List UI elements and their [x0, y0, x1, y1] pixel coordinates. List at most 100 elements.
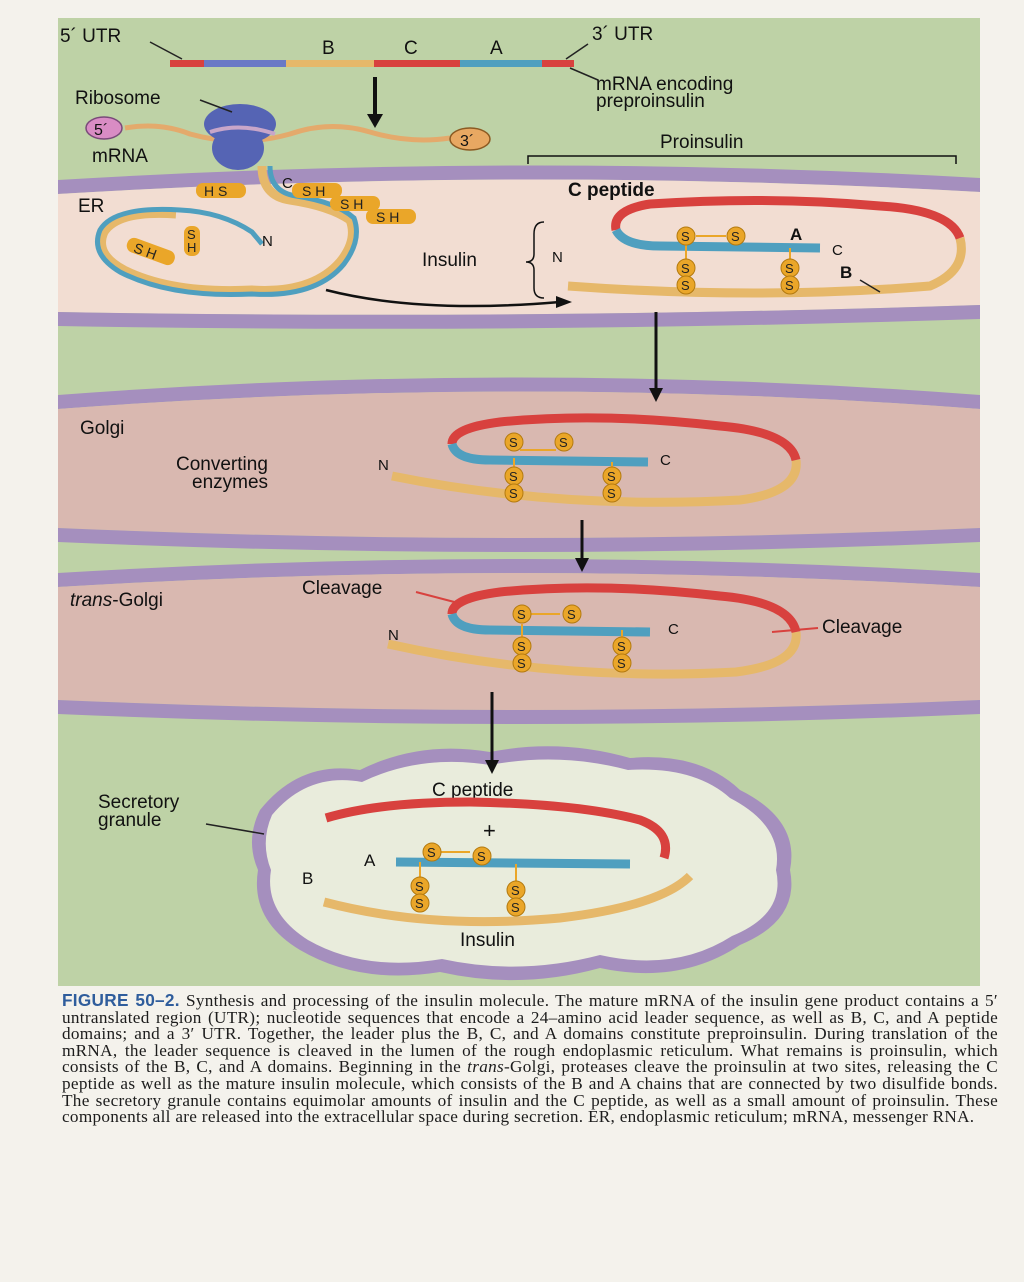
mrna-strand: [124, 123, 451, 144]
golgi-membrane-bottom: [58, 528, 980, 552]
golgi-n-label: N: [378, 457, 389, 474]
cleavage-right-label: Cleavage: [822, 617, 902, 638]
sh-group-2-label: S H: [302, 183, 325, 199]
er-proinsulin-blue: [611, 227, 821, 253]
arrow-to-ribosome: [367, 77, 383, 128]
granule-s4: S: [415, 896, 424, 911]
mrna-segment-a: [460, 60, 542, 67]
trans-golgi-s3: S: [517, 639, 526, 654]
trans-golgi-s2: S: [567, 607, 576, 622]
insulin-synthesis-diagram: 5´ UTR 3´ UTR B C A mRNA encoding prepro…: [58, 18, 980, 986]
insulin-brace: [525, 221, 545, 299]
golgi-s4: S: [509, 486, 518, 501]
domain-c-label: C: [404, 38, 418, 59]
cleavage-left-label: Cleavage: [302, 578, 382, 599]
trans-golgi-proinsulin-red: [447, 583, 801, 634]
er-s4: S: [681, 278, 690, 293]
arrow-golgi-to-trans-golgi: [575, 520, 589, 572]
secretory-granule-label-line2: granule: [98, 810, 161, 831]
golgi-s1: S: [509, 435, 518, 450]
er-s6: S: [785, 278, 794, 293]
c-peptide-label-er: C peptide: [568, 180, 655, 201]
golgi-s6: S: [607, 486, 616, 501]
arrow-to-granule: [485, 692, 499, 774]
figure-caption: FIGURE 50–2. Synthesis and processing of…: [62, 990, 998, 1126]
sh-group-2: [292, 183, 342, 198]
er-chain-a-label: A: [790, 225, 802, 244]
mrna-segment-5utr: [170, 60, 204, 67]
converting-enzymes-line1: Converting: [176, 454, 268, 475]
er-membrane-bottom: [58, 305, 980, 329]
mrna-label: mRNA: [92, 146, 148, 167]
mrna-segment-leader: [204, 60, 286, 67]
caption-italic-trans: trans: [467, 1057, 504, 1077]
sh-group-1-label: H S: [204, 183, 227, 199]
ribosome-label: Ribosome: [75, 88, 161, 109]
ribosome-small-subunit: [212, 126, 264, 170]
proinsulin-bracket: [527, 155, 957, 164]
insulin-label-er: Insulin: [422, 250, 477, 271]
granule-a-chain: [395, 857, 631, 869]
sh-vertical-h: H: [187, 240, 196, 255]
sh-vertical: [184, 226, 200, 256]
trans-golgi-s6: S: [617, 656, 626, 671]
domain-a-label: A: [490, 38, 503, 59]
utr5-pointer: [149, 41, 183, 60]
er-chain-n-end-label: N: [552, 249, 563, 266]
golgi-proinsulin-red: [447, 413, 801, 462]
granule-c-peptide: [324, 797, 670, 860]
golgi-membrane-top: [58, 377, 980, 409]
arrow-er-to-golgi: [649, 312, 663, 402]
er-s1: S: [681, 229, 690, 244]
er-chain-c-end-label: C: [832, 242, 843, 259]
sh-group-4: [366, 209, 416, 224]
er-s5: S: [785, 261, 794, 276]
golgi-s5: S: [607, 469, 616, 484]
end-5-marker: [85, 116, 123, 140]
trans-golgi-s1: S: [517, 607, 526, 622]
folding-arrow: [325, 288, 561, 308]
er-proinsulin-red: [611, 195, 965, 240]
golgi-proinsulin-blue: [447, 442, 649, 467]
er-label: ER: [78, 196, 104, 217]
mrna-segment-3utr: [542, 60, 574, 67]
mrna-encoding-label-line2: preproinsulin: [596, 91, 705, 112]
trans-golgi-membrane-bottom: [58, 700, 980, 724]
granule-insulin-label: Insulin: [460, 930, 515, 951]
utr3-label: 3´ UTR: [592, 24, 653, 45]
trans-golgi-membrane-top: [58, 559, 980, 587]
trans-golgi-n-label: N: [388, 627, 399, 644]
granule-s5: S: [511, 883, 520, 898]
golgi-sulfur-atoms: [504, 432, 622, 503]
golgi-proinsulin-tan: [391, 459, 801, 507]
converting-enzymes-line2: enzymes: [192, 472, 268, 493]
granule-c-peptide-label: C peptide: [432, 780, 513, 801]
figure-number: FIGURE 50–2.: [62, 990, 180, 1010]
er-chain-b-label: B: [840, 263, 852, 282]
folding-arrowhead: [556, 296, 572, 308]
er-proinsulin-tan: [567, 236, 966, 298]
er-chain-n-label: N: [262, 233, 273, 250]
mrna-encoding-label-line1: mRNA encoding: [596, 74, 733, 95]
sh-group-5: [126, 237, 175, 266]
er-membrane-top: [58, 165, 980, 194]
trans-golgi-sulfur-atoms: [512, 604, 632, 673]
sh-group-3: [330, 196, 380, 211]
mrna-segment-b: [286, 60, 374, 67]
er-chain-b-pointer: [859, 279, 881, 293]
ribosome-pointer: [199, 99, 233, 113]
utr5-label: 5´ UTR: [60, 26, 121, 47]
granule-pointer: [205, 823, 265, 835]
sh-group-4-label: S H: [376, 209, 399, 225]
granule-s3: S: [415, 879, 424, 894]
er-chain-c-label: C: [282, 175, 293, 192]
trans-golgi-proinsulin-blue: [447, 612, 651, 637]
granule-b-chain: [322, 872, 694, 927]
granule-s2: S: [477, 849, 486, 864]
golgi-s2: S: [559, 435, 568, 450]
golgi-label: Golgi: [80, 418, 124, 439]
trans-golgi-label: trans-Golgi: [70, 590, 163, 611]
granule-b-label: B: [302, 869, 313, 888]
er-compartment: [58, 165, 980, 329]
golgi-c-label: C: [660, 452, 671, 469]
